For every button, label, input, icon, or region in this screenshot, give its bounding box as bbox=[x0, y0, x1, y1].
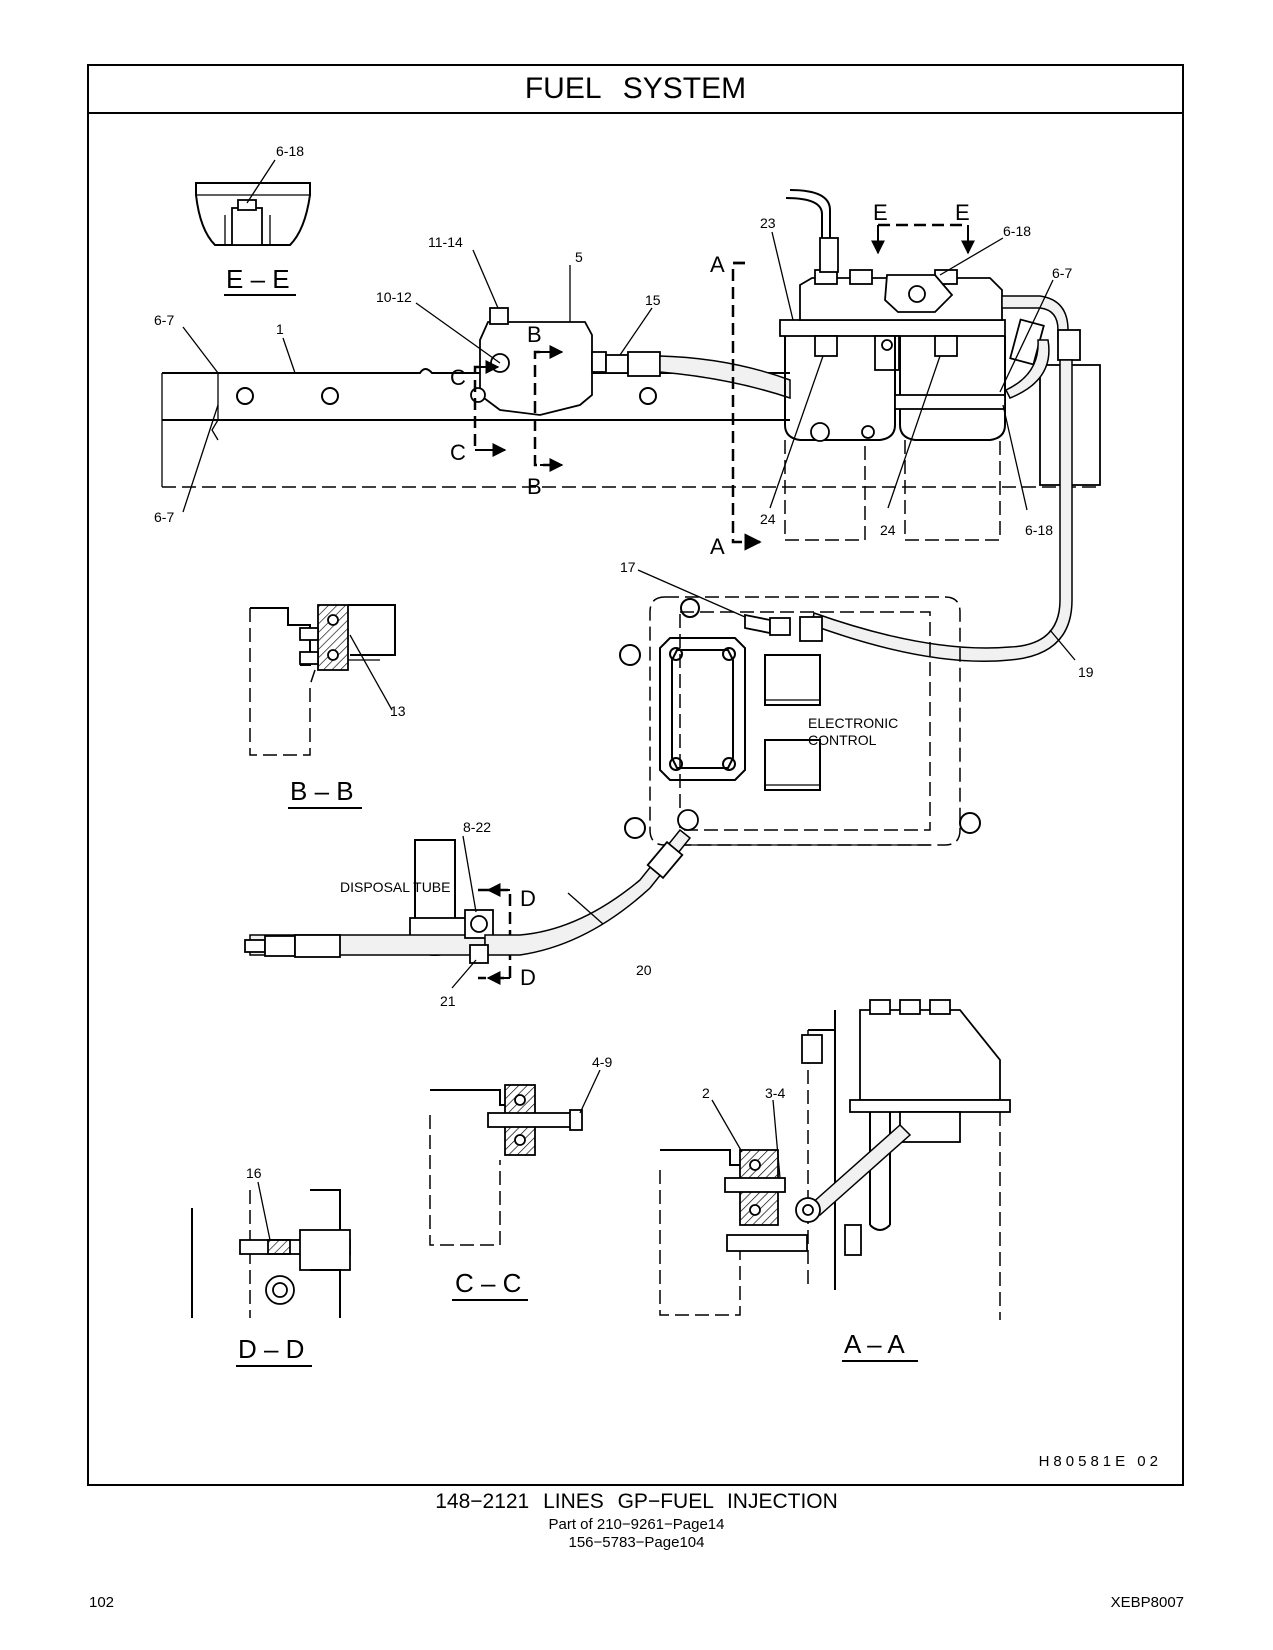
callout-19: 19 bbox=[1078, 664, 1094, 680]
footer-part-of-1: Part of 210−9261−Page14 bbox=[548, 1516, 725, 1533]
callout-11-14: 11-14 bbox=[428, 234, 463, 250]
callout-21: 21 bbox=[440, 993, 456, 1009]
section-ee-detail bbox=[195, 159, 311, 246]
cut-label-d-top: D bbox=[520, 886, 536, 911]
callout-13: 13 bbox=[390, 703, 406, 719]
callout-5: 5 bbox=[575, 249, 583, 265]
disposal-tube-assembly bbox=[244, 809, 699, 989]
disposal-tube-label: DISPOSAL TUBE bbox=[340, 879, 450, 895]
callout-6-18-ee: 6-18 bbox=[276, 143, 304, 159]
callout-17: 17 bbox=[620, 559, 636, 575]
section-label-aa: A – A bbox=[844, 1329, 905, 1359]
callout-23: 23 bbox=[760, 215, 776, 231]
cut-label-c-top: C bbox=[450, 365, 466, 390]
ecm-label-line-2: CONTROL bbox=[808, 732, 877, 748]
ecm-label-line-1: ELECTRONIC bbox=[808, 715, 898, 731]
callout-24-left: 24 bbox=[760, 511, 776, 527]
electronic-control-module bbox=[619, 596, 981, 846]
callout-3-4: 3-4 bbox=[765, 1085, 785, 1101]
cut-label-b-bottom: B bbox=[527, 474, 542, 499]
cut-label-a-bottom: A bbox=[710, 534, 725, 559]
drawing-id: H80581E 02 bbox=[1038, 1453, 1162, 1470]
callout-20: 20 bbox=[636, 962, 652, 978]
footer-part-of-2: 156−5783−Page104 bbox=[568, 1534, 705, 1551]
hose-15 bbox=[605, 351, 791, 400]
section-label-ee: E – E bbox=[226, 264, 290, 294]
callout-2: 2 bbox=[702, 1085, 710, 1101]
callout-6-7-bottom: 6-7 bbox=[154, 509, 174, 525]
page-title: FUEL SYSTEM bbox=[89, 66, 1182, 114]
frame-rail bbox=[161, 368, 1100, 488]
callout-6-7-top: 6-7 bbox=[154, 312, 174, 328]
callout-6-7-right: 6-7 bbox=[1052, 265, 1072, 281]
cut-label-b-top: B bbox=[527, 322, 542, 347]
callout-15: 15 bbox=[645, 292, 661, 308]
section-label-cc: C – C bbox=[455, 1268, 521, 1298]
callout-8-22: 8-22 bbox=[463, 819, 491, 835]
section-label-dd: D – D bbox=[238, 1334, 304, 1364]
footer-title: 148−2121 LINES GP−FUEL INJECTION bbox=[435, 1490, 838, 1513]
section-cc-detail bbox=[429, 1069, 601, 1246]
callout-4-9: 4-9 bbox=[592, 1054, 612, 1070]
callout-6-18-right: 6-18 bbox=[1025, 522, 1053, 538]
page-number: 102 bbox=[89, 1594, 115, 1611]
callout-10-12: 10-12 bbox=[376, 289, 412, 305]
cut-label-e-left: E bbox=[873, 200, 888, 225]
callout-1: 1 bbox=[276, 321, 284, 337]
section-aa-detail bbox=[659, 999, 1011, 1320]
cutting-planes bbox=[473, 223, 975, 985]
drawing-frame: FUEL SYSTEM H80581E 02 bbox=[87, 64, 1184, 1486]
cut-label-c-bottom: C bbox=[450, 440, 466, 465]
callout-24-right: 24 bbox=[880, 522, 896, 538]
callout-6-18-top: 6-18 bbox=[1003, 223, 1031, 239]
document-code: XEBP8007 bbox=[1110, 1594, 1184, 1611]
cut-label-d-bottom: D bbox=[520, 965, 536, 990]
cut-label-a-top: A bbox=[710, 252, 725, 277]
leader-lines bbox=[182, 231, 1076, 661]
cut-label-e-right: E bbox=[955, 200, 970, 225]
section-bb-detail bbox=[249, 604, 396, 756]
section-label-bb: B – B bbox=[290, 776, 354, 806]
section-dd-detail bbox=[191, 1181, 351, 1318]
callout-16: 16 bbox=[246, 1165, 262, 1181]
